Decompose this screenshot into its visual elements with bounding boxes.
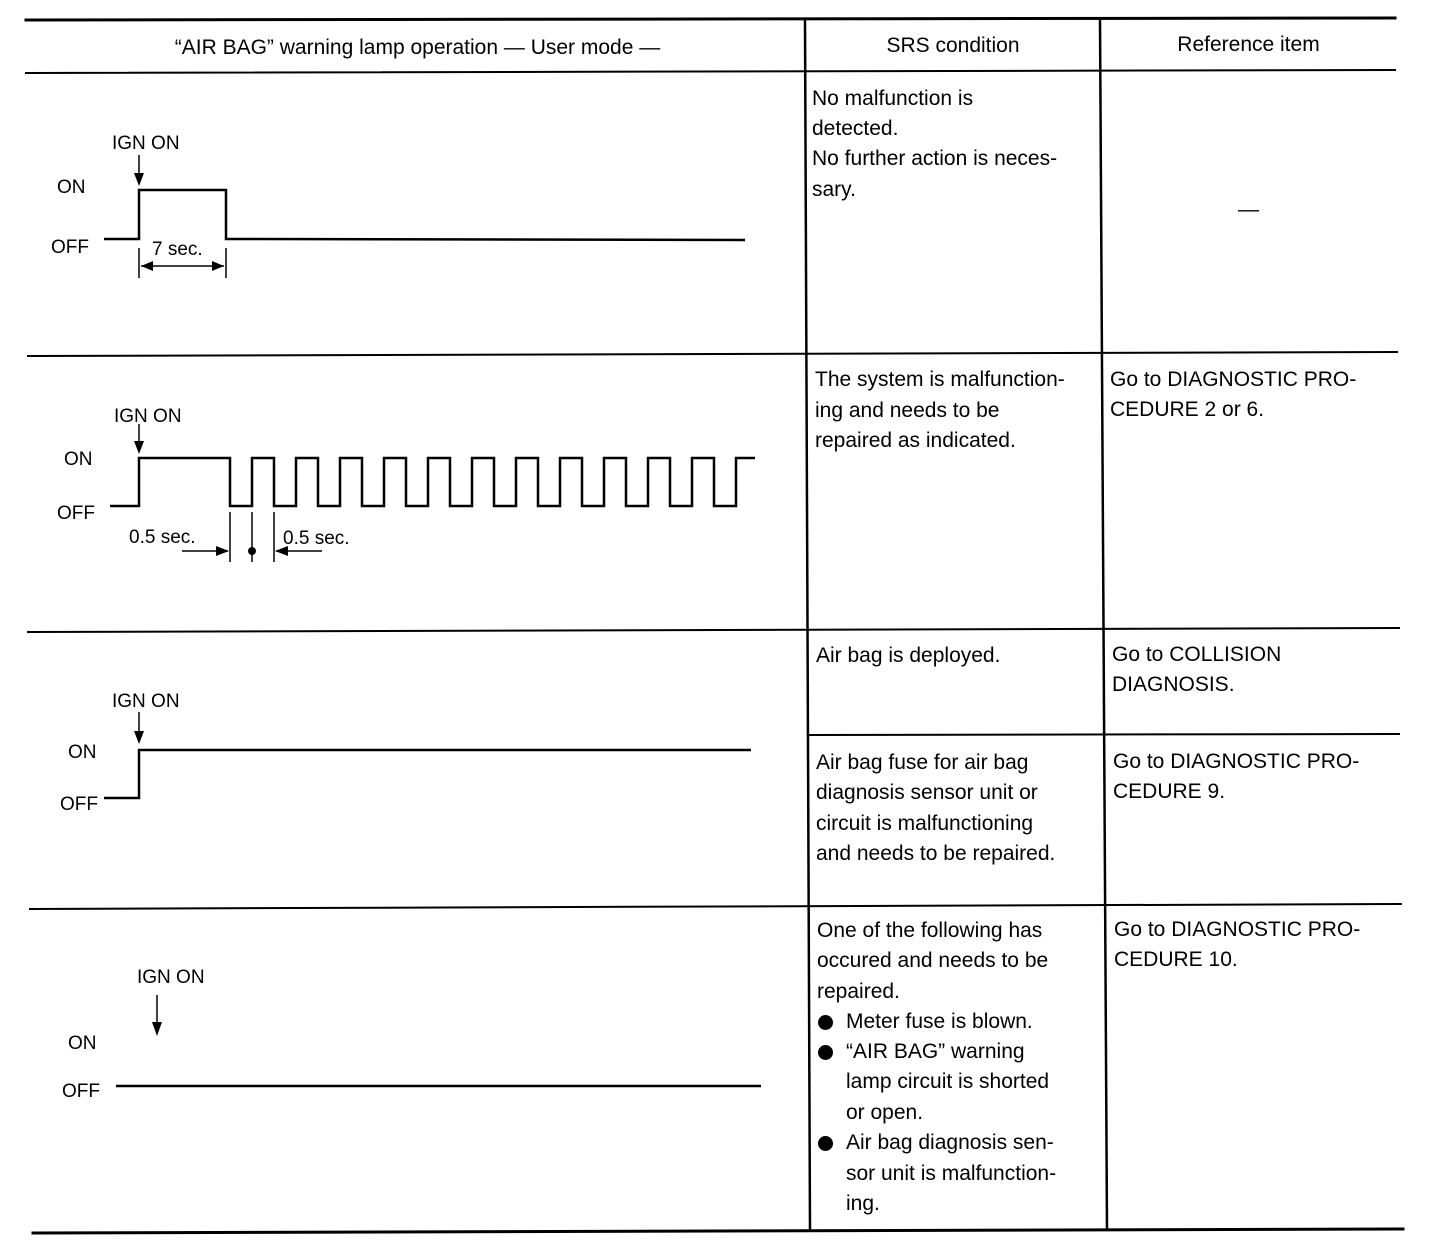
reference-line: CEDURE 2 or 6. (1110, 398, 1265, 421)
condition-line: No further action is neces- (812, 147, 1058, 170)
condition-line: circuit is malfunctioning (816, 812, 1034, 835)
bullet-dot-icon (818, 1136, 833, 1151)
row3-arrowheads (134, 731, 144, 744)
header-reference: Reference item (1177, 33, 1320, 56)
bullet-dot-icon (818, 1015, 833, 1030)
row2-off-label: OFF (57, 503, 95, 524)
reference-line: Go to DIAGNOSTIC PRO- (1114, 918, 1361, 941)
condition-line: No malfunction is (812, 87, 974, 110)
bullet-dot-icon (818, 1045, 833, 1060)
row1-off-label: OFF (51, 237, 89, 258)
condition-line: Air bag fuse for air bag (816, 751, 1029, 774)
bullet-text: or open. (846, 1101, 924, 1124)
condition-line: ing and needs to be (815, 399, 1000, 422)
row2-left-duration: 0.5 sec. (129, 527, 196, 548)
row1-duration-label: 7 sec. (152, 239, 203, 260)
row3-on-label: ON (68, 742, 97, 763)
condition-line: and needs to be repaired. (816, 842, 1056, 865)
row1-waveform (104, 155, 746, 278)
row2-right-duration: 0.5 sec. (283, 528, 350, 549)
condition-line: One of the following has (817, 919, 1043, 942)
condition-line: detected. (812, 117, 899, 140)
bullet-text: Meter fuse is blown. (846, 1010, 1033, 1033)
row1-on-label: ON (57, 177, 86, 198)
bullet-text: sor unit is malfunction- (846, 1162, 1057, 1185)
row4-arrowheads (152, 1022, 162, 1036)
reference-line: DIAGNOSIS. (1112, 673, 1235, 696)
row3-off-label: OFF (60, 794, 98, 815)
row4-ign-label: IGN ON (137, 967, 205, 988)
bullet-text: lamp circuit is shorted (846, 1070, 1050, 1093)
reference-line: CEDURE 9. (1113, 780, 1226, 803)
condition-line: The system is malfunction- (815, 368, 1065, 391)
reference-line: Go to COLLISION (1112, 643, 1282, 666)
condition-line: diagnosis sensor unit or (816, 781, 1038, 804)
bullet-text: Air bag diagnosis sen- (846, 1131, 1054, 1154)
bullet-text: ing. (846, 1192, 880, 1215)
row4-waveform (116, 995, 761, 1088)
row3-ign-label: IGN ON (112, 691, 180, 712)
reference-line: Go to DIAGNOSTIC PRO- (1113, 750, 1360, 773)
row2-waveform (110, 424, 755, 562)
bullet-text: “AIR BAG” warning (846, 1040, 1025, 1063)
condition-line: sary. (812, 178, 856, 201)
row1-ign-label: IGN ON (112, 133, 180, 154)
row1-arrowheads (134, 173, 224, 271)
condition-line: occured and needs to be (817, 949, 1049, 972)
condition-line: repaired. (817, 980, 900, 1003)
header-condition: SRS condition (886, 34, 1020, 57)
row2-arrowheads (134, 441, 288, 556)
row2-ign-label: IGN ON (114, 406, 182, 427)
reference-line: CEDURE 10. (1114, 948, 1238, 971)
row4-off-label: OFF (62, 1081, 100, 1102)
row2-on-label: ON (64, 449, 93, 470)
condition-line: repaired as indicated. (815, 429, 1016, 452)
row1-reference: — (1238, 198, 1259, 221)
row3-waveform (104, 712, 751, 800)
row4-on-label: ON (68, 1033, 97, 1054)
reference-line: Go to DIAGNOSTIC PRO- (1110, 368, 1357, 391)
row3a-condition: Air bag is deployed. (816, 644, 1001, 667)
header-operation: “AIR BAG” warning lamp operation — User … (174, 36, 661, 59)
